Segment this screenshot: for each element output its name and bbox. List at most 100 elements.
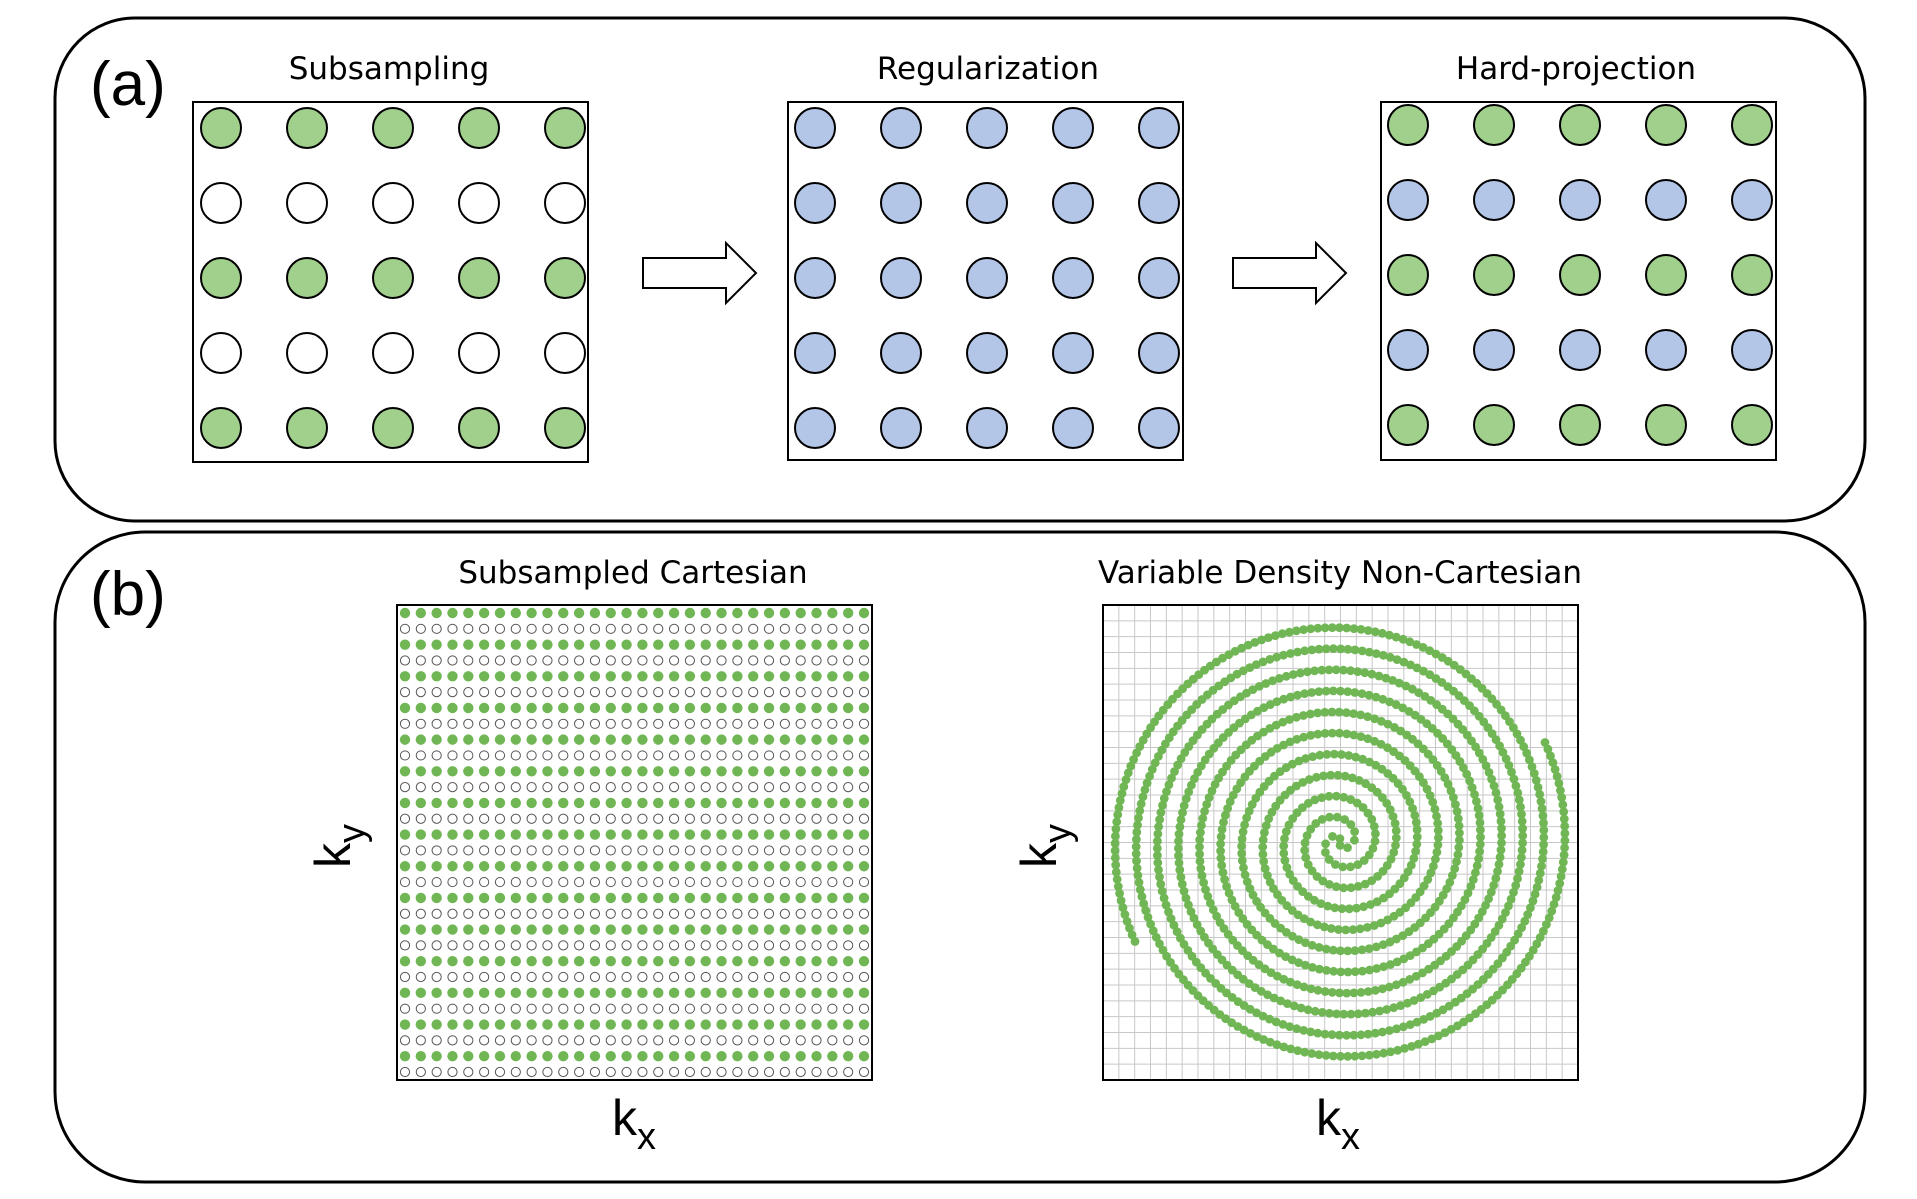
missing-point (795, 718, 806, 729)
spiral-sample-point (1346, 1009, 1356, 1019)
missing-point (463, 876, 474, 888)
missing-point (526, 1066, 537, 1078)
missing-point (463, 1003, 474, 1014)
spiral-sample-point (1319, 771, 1328, 781)
spiral-sample-point (1278, 717, 1288, 727)
missing-point (763, 1066, 775, 1078)
spiral-sample-point (1353, 1009, 1363, 1019)
sampled-point (431, 1050, 442, 1062)
sampled-sample-point (200, 107, 242, 149)
spiral-sample-point (1348, 925, 1358, 934)
missing-point (621, 971, 632, 983)
spiral-sample-point (1237, 856, 1247, 866)
spiral-sample-point (1339, 1009, 1349, 1019)
spiral-sample-point (1237, 643, 1246, 653)
sampled-point (811, 766, 822, 777)
spiral-sample-point (1390, 723, 1399, 732)
missing-point (748, 718, 759, 729)
spiral-sample-point (1259, 857, 1269, 866)
spiral-sample-point (1162, 787, 1171, 796)
sampled-point (589, 829, 601, 840)
sampled-point (842, 734, 854, 745)
spiral-sample-point (1237, 849, 1247, 858)
sampled-point (463, 1050, 474, 1062)
sampled-point (732, 987, 743, 999)
missing-point (827, 687, 838, 698)
missing-point (732, 687, 743, 698)
sampled-point (494, 639, 506, 650)
missing-point (653, 940, 664, 951)
sampled-point (842, 702, 854, 714)
spiral-sample-point (1155, 872, 1164, 882)
sampled-point (827, 956, 838, 967)
sampled-point (431, 702, 442, 714)
sampled-point (637, 956, 648, 967)
spiral-sample-point (1343, 967, 1353, 977)
sampled-point (779, 1050, 791, 1062)
spiral-sample-point (1340, 815, 1349, 824)
spiral-sample-point (1174, 836, 1183, 846)
missing-point (621, 940, 632, 951)
missing-point (795, 940, 806, 951)
spiral-sample-point (1411, 818, 1421, 827)
spiral-sample-point (1169, 920, 1179, 930)
sampled-point (842, 607, 854, 619)
sampled-point (494, 702, 506, 714)
spiral-sample-point (1252, 1032, 1262, 1041)
missing-point (526, 1003, 537, 1014)
sampled-point (494, 766, 506, 777)
sampled-point (732, 702, 743, 714)
spiral-sample-point (1539, 840, 1548, 849)
missing-point (558, 750, 569, 761)
spiral-sample-point (1337, 904, 1347, 914)
missing-point (748, 1066, 759, 1078)
sampled-point (415, 892, 427, 904)
spiral-sample-point (1112, 817, 1122, 827)
missing-point (858, 1035, 870, 1046)
spiral-sample-point (1119, 782, 1129, 791)
spiral-sample-point (1321, 848, 1330, 857)
missing-point (700, 1003, 711, 1014)
missing-point (716, 1035, 727, 1046)
missing-point (558, 940, 569, 951)
spiral-sample-point (1161, 900, 1171, 910)
spiral-sample-point (1300, 838, 1310, 848)
spiral-sample-point (1405, 1020, 1415, 1029)
spiral-sample-point (1359, 856, 1369, 865)
missing-point (494, 940, 506, 951)
spiral-sample-point (1371, 942, 1381, 952)
missing-point (858, 845, 870, 856)
sampled-point (748, 1019, 759, 1030)
sampled-point (447, 861, 458, 872)
sampled-point (811, 702, 822, 714)
sampled-sample-point (286, 257, 328, 299)
missing-point (637, 750, 648, 761)
spiral-sample-point (1296, 1003, 1306, 1013)
sampled-point (573, 956, 585, 967)
sampled-point (763, 607, 775, 619)
sampled-point (573, 766, 585, 777)
spiral-sample-point (1331, 860, 1340, 869)
sampled-point (447, 702, 458, 714)
missing-point (542, 718, 553, 729)
sampled-point (732, 639, 743, 650)
estimated-sample-point (966, 257, 1008, 299)
sampled-point (605, 702, 616, 714)
spiral-sample-point (1258, 657, 1268, 667)
missing-point (653, 1003, 664, 1014)
spiral-sample-point (1558, 800, 1568, 810)
missing-point (589, 908, 601, 919)
spiral-sample-point (1386, 960, 1395, 969)
spiral-sample-point (1154, 865, 1163, 875)
spiral-sample-point (1176, 815, 1186, 825)
spiral-sample-point (1391, 826, 1401, 836)
missing-point (447, 1035, 458, 1046)
sampled-point (748, 861, 759, 872)
missing-point (589, 813, 601, 824)
missing-point (637, 908, 648, 919)
missing-point (558, 1035, 569, 1046)
sampled-sample-point (200, 407, 242, 449)
spiral-sample-point (1390, 819, 1400, 828)
spiral-sample-point (1484, 768, 1494, 777)
missing-point (463, 750, 474, 761)
